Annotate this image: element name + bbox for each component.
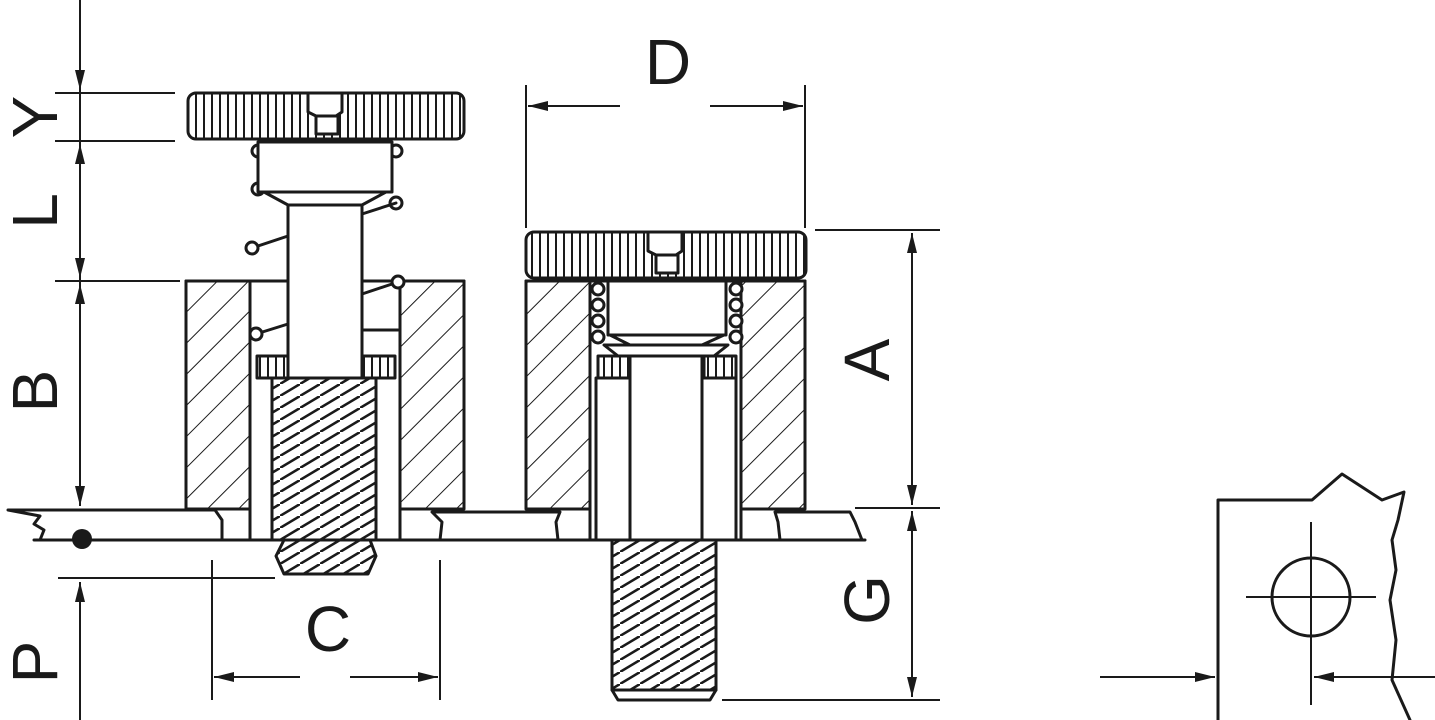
label-d: D	[645, 26, 691, 98]
reference-dot	[72, 529, 92, 549]
label-c: C	[305, 593, 351, 665]
left-plunger-assembly	[184, 91, 466, 576]
label-b: B	[0, 370, 71, 413]
label-g: G	[831, 575, 903, 625]
label-p: P	[0, 641, 71, 684]
right-plunger-assembly	[524, 230, 808, 702]
dimension-lines	[55, 0, 940, 720]
label-a: A	[831, 338, 903, 381]
hole-detail-view	[1100, 472, 1435, 720]
label-l: L	[0, 193, 71, 229]
dimension-labels: Y L B P C D A G	[0, 26, 903, 683]
label-y: Y	[0, 96, 71, 139]
